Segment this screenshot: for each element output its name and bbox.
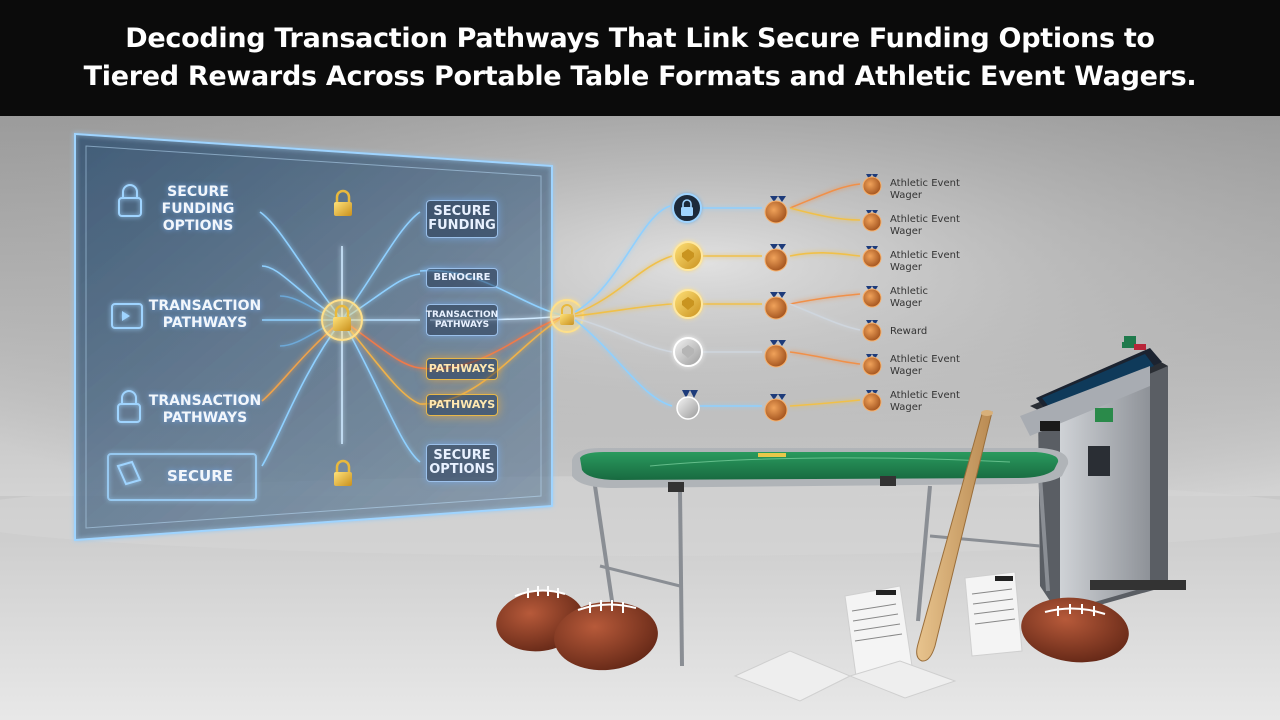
reward-label-3: Athletic Event Wager <box>890 250 960 273</box>
tier-lock-badge <box>672 193 702 223</box>
reward-label-1: Athletic Event Wager <box>890 178 960 201</box>
top-lock-node <box>334 189 352 216</box>
reward-label-2: Athletic Event Wager <box>890 214 960 237</box>
reward-flow-lines <box>574 183 861 407</box>
label-transaction-pathways-2: TRANSACTION PATHWAYS <box>148 393 262 426</box>
box-transaction-pathways: TRANSACTION PATHWAYS <box>426 304 498 336</box>
left-card-icon <box>111 303 143 329</box>
box-pathways-1: PATHWAYS <box>426 358 498 380</box>
left-lock-icon-1 <box>118 184 142 217</box>
scene: SECURE FUNDING OPTIONS TRANSACTION PATHW… <box>0 116 1280 720</box>
box-pathways-2: PATHWAYS <box>426 394 498 416</box>
reward-label-7: Athletic Event Wager <box>890 390 960 413</box>
tier-silver-badge-ribbon <box>676 390 700 420</box>
scene-illustration <box>0 116 1280 720</box>
reward-label-4: Athletic Wager <box>890 286 929 309</box>
title-line-2: Tiered Rewards Across Portable Table For… <box>83 61 1197 92</box>
label-transaction-pathways-1: TRANSACTION PATHWAYS <box>148 298 262 331</box>
box-secure-funding: SECURE FUNDING <box>426 200 498 238</box>
betting-kiosk <box>1020 336 1186 616</box>
bottom-lock-node <box>334 459 352 486</box>
left-lock-icon-2 <box>117 390 141 423</box>
reward-label-5: Reward <box>890 326 928 337</box>
football-3 <box>1021 597 1129 663</box>
label-secure: SECURE <box>166 467 234 485</box>
hologram-panel <box>74 132 553 542</box>
tier-gold-badge-1 <box>673 241 703 271</box>
bronze-medals-column <box>764 196 788 422</box>
tier-gold-badge-2 <box>673 289 703 319</box>
portable-table <box>572 448 1069 667</box>
box-secure-options: SECURE OPTIONS <box>426 444 498 482</box>
title-line-1: Decoding Transaction Pathways That Link … <box>125 23 1155 54</box>
reward-label-6: Athletic Event Wager <box>890 354 960 377</box>
chip-stack-icon <box>1122 336 1146 350</box>
exit-lock-node <box>550 299 584 333</box>
title-banner: Decoding Transaction Pathways That Link … <box>0 0 1280 116</box>
tier-silver-badge <box>673 337 703 367</box>
bronze-medals-right-column <box>862 174 882 412</box>
central-lock-node <box>321 299 363 341</box>
box-benocire: BENOCIRE <box>426 268 498 288</box>
wager-receipts <box>733 571 1023 702</box>
football-2 <box>554 600 658 671</box>
baseball-bat <box>916 410 993 662</box>
left-ticket-icon <box>107 453 257 501</box>
label-secure-funding-options: SECURE FUNDING OPTIONS <box>161 184 235 234</box>
